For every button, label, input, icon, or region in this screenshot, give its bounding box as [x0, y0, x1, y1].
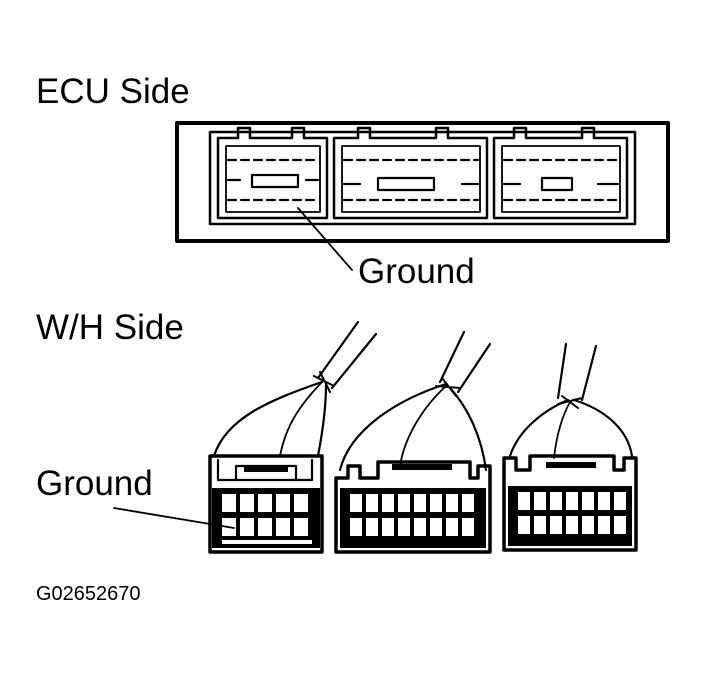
ecu-connector-1 [216, 126, 329, 220]
wh-ground-leader [113, 507, 235, 529]
ecu-connector-2 [332, 126, 489, 220]
ecu-ground-label: Ground [358, 252, 475, 291]
wh-connector-2 [334, 330, 492, 554]
ecu-unit [175, 121, 670, 271]
ecu-side-title: ECU Side [36, 72, 190, 111]
wh-side-title: W/H Side [36, 308, 184, 347]
ecu-connector-3 [492, 126, 629, 220]
ecu-recess [208, 130, 637, 226]
wh-ground-label: Ground [36, 464, 153, 503]
wh-connector-2-pins [340, 488, 486, 548]
wh-connector-1-pins [212, 488, 320, 548]
wire-harness [113, 320, 638, 554]
ecu-ground-leader [297, 207, 353, 271]
ecu-housing [175, 121, 670, 243]
ecu-ground-terminal [250, 173, 300, 189]
wh-connector-1 [208, 320, 378, 554]
wh-connector-3-pins [508, 486, 632, 546]
wh-connector-3 [502, 342, 638, 552]
figure-id: G02652670 [36, 583, 141, 605]
